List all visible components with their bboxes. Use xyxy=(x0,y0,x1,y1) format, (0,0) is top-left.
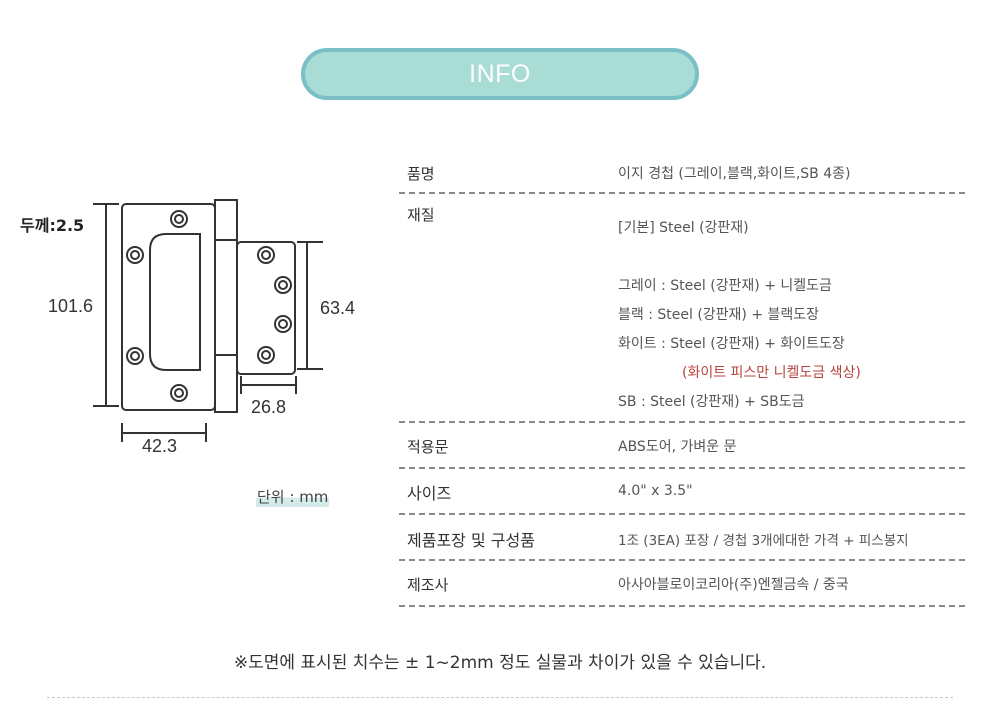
width-leaf-label: 26.8 xyxy=(251,397,286,417)
spec-row-application: 적용문 ABS도어, 가벼운 문 xyxy=(399,423,965,469)
spec-label: 재질 xyxy=(407,206,435,224)
secondary-leaf xyxy=(236,241,296,375)
spec-label: 품명 xyxy=(407,165,435,183)
spec-label: 사이즈 xyxy=(407,484,452,503)
bottom-divider xyxy=(47,697,953,698)
material-line: [기본] Steel (강판재) xyxy=(618,220,749,236)
info-header: INFO xyxy=(301,48,699,100)
height-main-label: 101.6 xyxy=(48,296,93,316)
material-spacer xyxy=(618,243,861,272)
spec-row-name: 품명 이지 경첩 (그레이,블랙,화이트,SB 4종) xyxy=(399,150,965,194)
spec-value: ABS도어, 가벼운 문 xyxy=(618,439,737,455)
spec-value-material: [기본] Steel (강판재) 그레이 : Steel (강판재) + 니켈도… xyxy=(618,214,861,417)
width-main-label: 42.3 xyxy=(142,436,177,456)
spec-value: 아사아블로이코리아(주)엔젤금속 / 중국 xyxy=(618,577,849,593)
spec-value: 1조 (3EA) 포장 / 경첩 3개에대한 가격 + 피스봉지 xyxy=(618,533,909,549)
material-line: 화이트 : Steel (강판재) + 화이트도장 xyxy=(618,336,845,352)
material-line: 블랙 : Steel (강판재) + 블랙도장 xyxy=(618,307,820,323)
tolerance-note: ※도면에 표시된 치수는 ± 1~2mm 정도 실물과 차이가 있을 수 있습니… xyxy=(233,653,767,673)
spec-value: 이지 경첩 (그레이,블랙,화이트,SB 4종) xyxy=(618,166,851,182)
spec-row-package: 제품포장 및 구성품 1조 (3EA) 포장 / 경첩 3개에대한 가격 + 피… xyxy=(399,515,965,561)
hinge-knuckle xyxy=(214,199,238,413)
material-line: SB : Steel (강판재) + SB도금 xyxy=(618,394,805,410)
height-leaf-label: 63.4 xyxy=(320,298,355,318)
unit-label: 단위 : mm xyxy=(256,486,330,507)
spec-label: 제품포장 및 구성품 xyxy=(407,531,535,550)
spec-value: 4.0" x 3.5" xyxy=(618,483,693,499)
info-title: INFO xyxy=(469,59,531,88)
spec-label: 적용문 xyxy=(407,438,449,456)
material-note: (화이트 피스만 니켈도금 색상) xyxy=(682,365,861,381)
spec-row-maker: 제조사 아사아블로이코리아(주)엔젤금속 / 중국 xyxy=(399,561,965,607)
spec-table: 품명 이지 경첩 (그레이,블랙,화이트,SB 4종) 재질 [기본] Stee… xyxy=(399,150,965,607)
material-line: 그레이 : Steel (강판재) + 니켈도금 xyxy=(618,278,832,294)
spec-row-size: 사이즈 4.0" x 3.5" xyxy=(399,469,965,515)
spec-label: 제조사 xyxy=(407,576,449,594)
main-leaf-cutout xyxy=(149,233,201,371)
spec-row-material: 재질 [기본] Steel (강판재) 그레이 : Steel (강판재) + … xyxy=(399,194,965,423)
thickness-label: 두께:2.5 xyxy=(20,216,84,235)
hinge-drawing: 두께:2.5 101.6 63.4 26.8 42.3 xyxy=(20,199,355,456)
